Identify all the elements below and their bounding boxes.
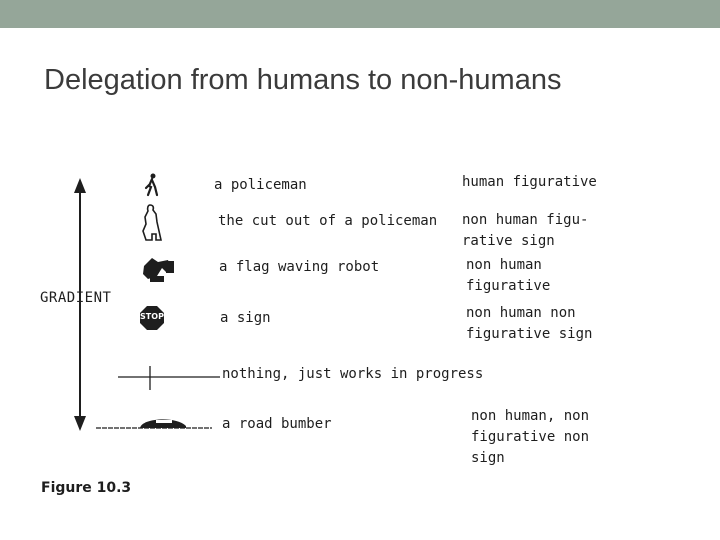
type-line-robot-1: non human <box>466 257 542 273</box>
slide-title: Delegation from humans to non-humans <box>44 64 562 96</box>
type-line-bump-3: sign <box>471 450 505 466</box>
arrow-down-icon <box>74 416 86 431</box>
item-label-policeman: a policeman <box>214 177 307 193</box>
item-label-sign: a sign <box>220 310 271 326</box>
policeman-icon <box>144 173 159 197</box>
type-line-robot-2: figurative <box>466 278 551 294</box>
item-label-cutout: the cut out of a policeman <box>218 213 438 229</box>
gradient-axis-label: GRADIENT <box>40 290 112 306</box>
item-label-bump: a road bumber <box>222 416 332 432</box>
type-line-bump-2: figurative non <box>471 429 590 445</box>
type-line-sign-1: non human non <box>466 305 576 321</box>
flag-robot-icon <box>143 258 174 282</box>
arrow-up-icon <box>74 178 86 193</box>
road-works-icon <box>118 366 220 390</box>
top-band <box>0 0 720 28</box>
item-label-works: nothing, just works in progress <box>222 366 484 382</box>
stop-sign-icon <box>140 306 164 330</box>
type-line-policeman-1: human figurative <box>462 174 597 190</box>
type-line-sign-2: figurative sign <box>466 326 593 342</box>
type-line-cutout-2: rative sign <box>462 233 555 249</box>
type-line-cutout-1: non human figu- <box>462 212 589 228</box>
speed-bump-icon <box>96 419 212 429</box>
figure-caption: Figure 10.3 <box>41 480 132 496</box>
item-label-robot: a flag waving robot <box>219 259 380 275</box>
policeman-cutout-icon <box>142 204 162 241</box>
stop-sign-text: STOP <box>140 312 164 321</box>
type-line-bump-1: non human, non <box>471 408 590 424</box>
